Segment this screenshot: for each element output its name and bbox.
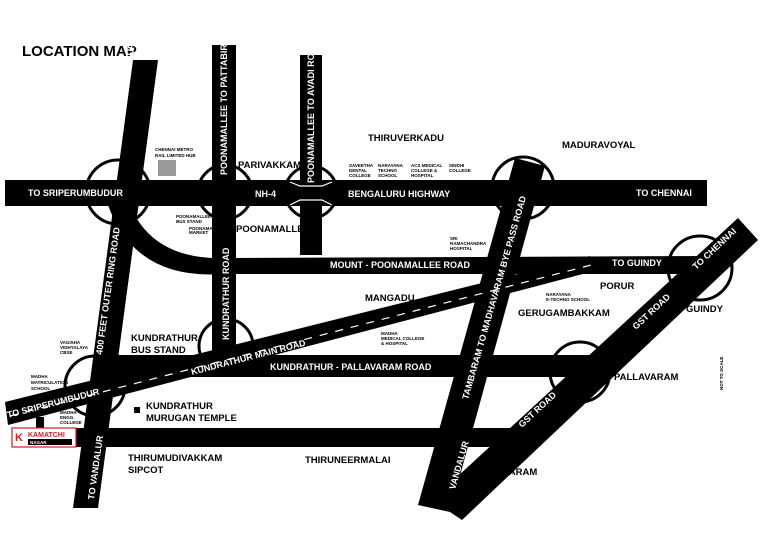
map-title: LOCATION MAP: [22, 43, 137, 60]
gst-road: [432, 218, 758, 520]
svg-text:DENTAL: DENTAL: [349, 168, 367, 173]
svg-text:GERUGAMBAKKAM: GERUGAMBAKKAM: [518, 308, 610, 319]
label-bengaluru-highway: BENGALURU HIGHWAY: [348, 189, 450, 199]
svg-text:POONAMALLEE: POONAMALLEE: [176, 214, 211, 219]
svg-text:PALLAVARAM: PALLAVARAM: [614, 372, 678, 383]
svg-text:COLLEGE: COLLEGE: [449, 168, 471, 173]
label-sriperumbudur: TO SRIPERUMBUDUR: [28, 188, 123, 198]
svg-text:NAGAR: NAGAR: [30, 440, 47, 445]
svg-text:ACS MEDICAL: ACS MEDICAL: [411, 163, 443, 168]
kundrathur-main-road: [5, 256, 598, 425]
svg-text:SINDHI: SINDHI: [449, 163, 464, 168]
svg-text:PORUR: PORUR: [600, 281, 634, 292]
svg-text:& HOSPITAL: & HOSPITAL: [381, 341, 408, 346]
svg-text:TECHNO: TECHNO: [378, 168, 397, 173]
svg-text:KAMATCHI: KAMATCHI: [28, 432, 65, 439]
svg-text:ENGG.: ENGG.: [60, 415, 75, 420]
svg-text:COLLEGE &: COLLEGE &: [411, 168, 438, 173]
svg-text:POONAMALLEE: POONAMALLEE: [189, 226, 224, 231]
svg-text:BUS STAND: BUS STAND: [131, 345, 186, 356]
svg-text:KUNDRATHUR: KUNDRATHUR: [131, 333, 198, 344]
svg-text:BUS STAND: BUS STAND: [176, 219, 203, 224]
logo-mark: K: [15, 432, 23, 444]
svg-text:MARKET: MARKET: [189, 230, 208, 235]
svg-text:SIPCOT: SIPCOT: [128, 465, 164, 476]
svg-text:MADURAVOYAL: MADURAVOYAL: [562, 140, 636, 151]
svg-text:SCHOOL: SCHOOL: [378, 173, 398, 178]
svg-text:RAMACHANDRA: RAMACHANDRA: [450, 241, 487, 246]
label-mount-road: MOUNT - POONAMALLEE ROAD: [330, 260, 470, 270]
svg-text:CBSE: CBSE: [60, 350, 73, 355]
temple-marker: [134, 407, 140, 413]
label-kundrathur-road: KUNDRATHUR ROAD: [221, 247, 231, 340]
thirumudivakkam-road: [42, 428, 512, 447]
svg-text:SCHOOL: SCHOOL: [31, 386, 51, 391]
svg-text:TAMBARAM: TAMBARAM: [482, 467, 537, 478]
bypass-road: [418, 158, 545, 512]
svg-text:KUNDRATHUR: KUNDRATHUR: [146, 401, 213, 412]
kamatchi-nagar-logo: K KAMATCHI NAGAR: [11, 417, 77, 448]
label-nh4: NH-4: [255, 189, 276, 199]
svg-text:COLLEGE: COLLEGE: [60, 420, 82, 425]
label-pattabiram: POONAMALLEE TO PATTABIRAM ROAD: [219, 1, 229, 175]
svg-text:VAGISHA: VAGISHA: [60, 340, 81, 345]
svg-text:THIRUNEERMALAI: THIRUNEERMALAI: [305, 455, 391, 466]
svg-text:NARAYANA: NARAYANA: [378, 163, 404, 168]
mount-poonamallee-road-curve: [108, 200, 708, 275]
label-to-guindy: TO GUINDY: [612, 258, 662, 268]
svg-text:PARIVAKKAM: PARIVAKKAM: [238, 160, 301, 171]
svg-text:MURUGAN TEMPLE: MURUGAN TEMPLE: [146, 413, 237, 424]
svg-text:NARAYANA: NARAYANA: [546, 292, 572, 297]
svg-text:MADHA: MADHA: [60, 410, 77, 415]
place-labels: THIRUVERKADU MADURAVOYAL PARIVAKKAM POON…: [128, 133, 724, 478]
svg-text:POONAMALLEE: POONAMALLEE: [236, 224, 310, 235]
pattabiram-road: [212, 45, 236, 360]
label-to-chennai: TO CHENNAI: [636, 188, 692, 198]
svg-text:THIRUMUDIVAKKAM: THIRUMUDIVAKKAM: [128, 453, 222, 464]
svg-text:GUINDY: GUINDY: [686, 304, 724, 315]
svg-text:SAVEETHA: SAVEETHA: [349, 163, 374, 168]
svg-text:MADHA: MADHA: [381, 331, 398, 336]
svg-text:MEDICAL COLLEGE: MEDICAL COLLEGE: [381, 336, 424, 341]
svg-text:HOSPITAL: HOSPITAL: [450, 246, 473, 251]
svg-text:MANGADU: MANGADU: [365, 293, 415, 304]
flyover-marks: [289, 181, 333, 206]
svg-text:HOSPITAL: HOSPITAL: [411, 173, 434, 178]
metro-hub-marker: [158, 160, 176, 176]
label-pallavaram-road: KUNDRATHUR - PALLAVARAM ROAD: [270, 362, 432, 372]
svg-text:VIDHYALAYA: VIDHYALAYA: [60, 345, 89, 350]
svg-text:MADHA: MADHA: [31, 374, 48, 379]
roads: [5, 45, 758, 520]
svg-text:THIRUVERKADU: THIRUVERKADU: [368, 133, 444, 144]
svg-text:COLLEGE: COLLEGE: [349, 173, 371, 178]
avadi-road: [300, 55, 322, 255]
svg-text:CHENNAI METRO: CHENNAI METRO: [155, 147, 193, 152]
dashed-centerline: [9, 263, 596, 417]
svg-text:E-TECHNO SCHOOL: E-TECHNO SCHOOL: [546, 297, 590, 302]
svg-text:SRI: SRI: [450, 236, 458, 241]
svg-text:MATRICULATION: MATRICULATION: [31, 380, 68, 385]
label-avadi: POONAMALLEE TO AVADI ROAD: [306, 40, 316, 183]
svg-text:RAIL LIMITED HUB: RAIL LIMITED HUB: [155, 153, 196, 158]
not-to-scale-note: NOT TO SCALE: [719, 357, 724, 390]
